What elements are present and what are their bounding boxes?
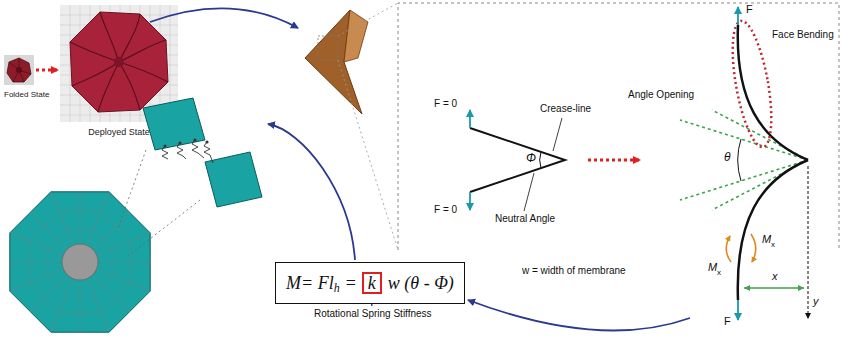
equation-caption: Rotational Spring Stiffness: [314, 309, 432, 319]
force-label: F: [746, 4, 753, 15]
neutral-crease: [470, 110, 565, 211]
folded-photo: [4, 55, 34, 85]
neutral-crease-part: [470, 128, 565, 192]
opened-crease-part: [726, 236, 731, 262]
equation-text: =: [346, 274, 356, 292]
angle-symbol: Φ: [526, 152, 536, 164]
transition-arrow: [588, 159, 640, 162]
neutral-crease-part: [540, 152, 541, 168]
hinge-detail-part: [205, 152, 262, 207]
deployed-photo-part: [70, 12, 168, 112]
hinge-detail: [143, 98, 262, 207]
detail-panel: [398, 3, 839, 250]
membrane-model-part: [62, 244, 98, 280]
link-arrow: [150, 8, 298, 28]
neutral-crease-part: [469, 192, 471, 210]
membrane-model: [10, 150, 200, 332]
force-label: F = 0: [434, 99, 457, 109]
link-arrow: [468, 300, 690, 330]
neutral-crease-part: [469, 110, 471, 128]
moment-label: M: [708, 262, 717, 273]
neutral-crease-part: [524, 173, 534, 211]
force-label: F: [724, 316, 731, 327]
fold-segment-part: [318, 36, 338, 60]
hinge-detail-part: [205, 140, 208, 143]
photo-frame: Folded State: [4, 55, 34, 85]
folded-photo-part: [16, 67, 22, 73]
opened-crease-part: [725, 18, 779, 150]
opened-crease-part: [737, 7, 739, 25]
photo-frame: Deployed State: [60, 5, 178, 122]
angle-label: Neutral Angle: [495, 214, 555, 224]
membrane-model-part: [118, 150, 200, 256]
moment-subscript: x: [717, 269, 721, 277]
hinge-detail-part: [193, 138, 196, 141]
hinge-detail-part: [178, 141, 181, 144]
link-arrow: [268, 124, 355, 260]
fold-segment: [305, 3, 398, 250]
folded-photo-part: [7, 58, 31, 82]
axis-label: x: [772, 271, 778, 282]
opened-crease-part: [751, 234, 756, 262]
neutral-crease-part: [553, 118, 562, 151]
opened-crease-part: [737, 300, 739, 320]
opening-label: Angle Opening: [628, 90, 694, 100]
opened-crease-part: [738, 139, 741, 181]
bending-label: Face Bending: [772, 30, 834, 40]
axis-label: y: [813, 296, 819, 307]
opened-crease-part: [808, 166, 809, 318]
photo-caption: Deployed State: [88, 128, 150, 137]
equation-subscript: h: [334, 282, 340, 294]
opened-crease-part: [738, 25, 808, 160]
deployed-photo-part: [70, 12, 168, 112]
equation-box: M= Flh=kw (θ - Φ)Rotational Spring Stiff…: [275, 262, 465, 304]
photo-caption: Folded State: [4, 91, 49, 99]
membrane-model-part: [10, 192, 150, 332]
fold-segment-part: [344, 10, 368, 62]
opened-crease-part: [680, 110, 808, 210]
equation-text: w (θ - Φ): [388, 274, 454, 292]
note-label: w = width of membrane: [522, 266, 626, 276]
folded-photo-part: [4, 55, 34, 85]
state-arrow: [36, 69, 58, 72]
membrane-model-part: [10, 192, 150, 332]
force-label: F = 0: [434, 205, 457, 215]
folded-photo-part: [9, 58, 31, 82]
hinge-detail-part: [162, 140, 213, 163]
crease-label: Crease-line: [540, 104, 591, 114]
hinge-detail-part: [143, 98, 205, 150]
moment-subscript: x: [771, 241, 775, 249]
opened-crease: [680, 7, 808, 320]
hinge-detail-part: [163, 144, 166, 147]
opened-crease-part: [738, 160, 808, 300]
angle-symbol: θ: [724, 151, 731, 163]
deployed-photo-part: [114, 57, 124, 67]
opened-crease-part: [744, 287, 804, 288]
fold-segment-part: [338, 3, 398, 250]
stiffness-symbol: k: [362, 272, 382, 294]
equation-text: M= Fl: [286, 274, 334, 292]
moment-label: M: [762, 234, 771, 245]
